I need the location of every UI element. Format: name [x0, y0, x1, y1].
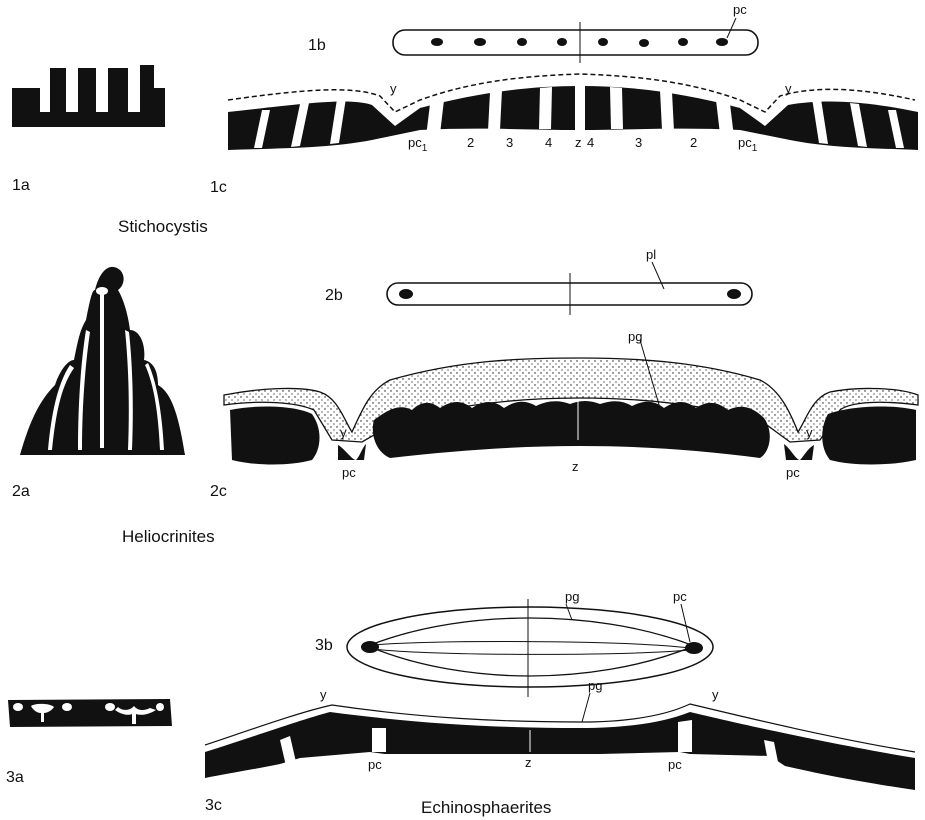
label-3-right-1c: 3	[635, 136, 642, 149]
fig-2b-drawing	[387, 262, 752, 315]
fig-3c-drawing	[205, 693, 915, 790]
fig-3a-drawing	[8, 699, 172, 727]
label-z-3c: z	[525, 756, 532, 769]
label-pg-3b: pg	[565, 590, 579, 603]
label-y-left-1c: y	[390, 82, 397, 95]
label-pc-1b: pc	[733, 3, 747, 16]
label-pc-right-2c: pc	[786, 466, 800, 479]
label-pc-right-3c: pc	[668, 758, 682, 771]
fig-1c-drawing	[228, 74, 918, 150]
label-y-left-2c: y	[340, 426, 347, 439]
label-pl-2b: pl	[646, 248, 656, 261]
panel-label-2c: 2c	[210, 484, 227, 500]
panel-label-2a: 2a	[12, 484, 30, 500]
fig-2c-drawing	[224, 340, 918, 465]
label-z-1c: z	[575, 136, 582, 149]
label-pc-left-3c: pc	[368, 758, 382, 771]
label-pc1-right-1c: pc1	[738, 136, 757, 154]
panel-label-3c: 3c	[205, 798, 222, 814]
label-2-right-1c: 2	[690, 136, 697, 149]
fig-1b-drawing	[393, 18, 758, 63]
fig-3b-drawing	[347, 599, 713, 697]
fig-2a-drawing	[20, 267, 185, 455]
panel-label-1c: 1c	[210, 180, 227, 196]
taxon-name-heliocrinites: Heliocrinites	[122, 528, 215, 545]
label-pc-3b: pc	[673, 590, 687, 603]
label-4-left-1c: 4	[545, 136, 552, 149]
label-pg-2c: pg	[628, 330, 642, 343]
label-pc1-left-1c: pc1	[408, 136, 427, 154]
label-3-left-1c: 3	[506, 136, 513, 149]
label-y-right-2c: y	[806, 426, 813, 439]
label-z-2c: z	[572, 460, 579, 473]
label-pc-left-2c: pc	[342, 466, 356, 479]
panel-label-2b: 2b	[325, 288, 343, 304]
label-y-left-3c: y	[320, 688, 327, 701]
label-y-right-1c: y	[785, 82, 792, 95]
label-y-right-3c: y	[712, 688, 719, 701]
fig-1a-drawing	[12, 65, 165, 127]
panel-label-3a: 3a	[6, 770, 24, 786]
panel-label-3b: 3b	[315, 638, 333, 654]
taxon-name-echinosphaerites: Echinosphaerites	[421, 799, 551, 816]
taxon-name-stichocystis: Stichocystis	[118, 218, 208, 235]
panel-label-1a: 1a	[12, 178, 30, 194]
label-4-right-1c: 4	[587, 136, 594, 149]
label-pg-3c: pg	[588, 679, 602, 692]
panel-label-1b: 1b	[308, 38, 326, 54]
label-2-left-1c: 2	[467, 136, 474, 149]
